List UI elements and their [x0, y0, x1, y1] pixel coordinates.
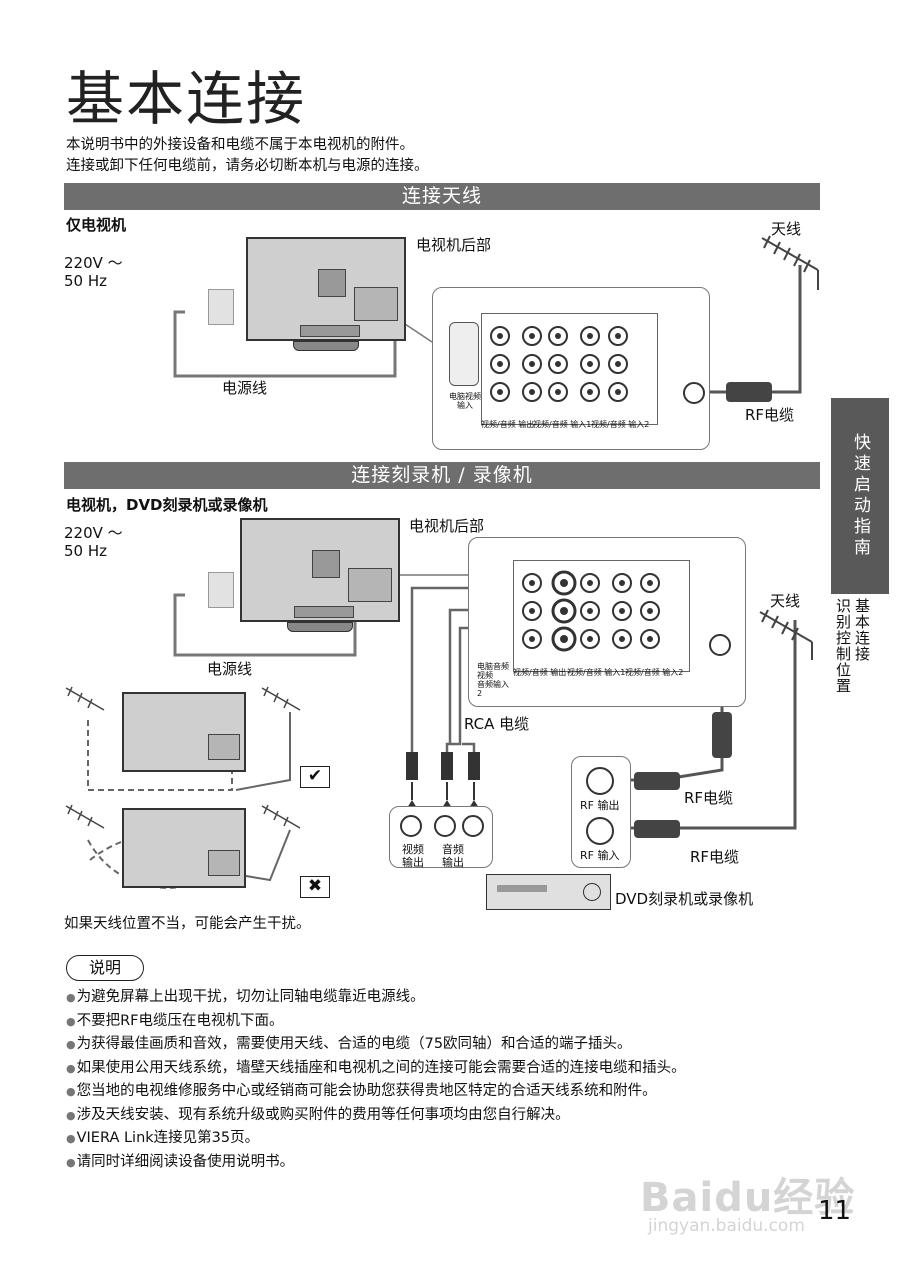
interference-note: 如果天线位置不当，可能会产生干扰。 [64, 916, 311, 932]
audio-out-jack-r [462, 815, 484, 837]
tv-back-label-2: 电视机后部 [409, 517, 485, 535]
recorder-label: DVD刻录机或录像机 [615, 890, 754, 908]
audio-out-jack-l [434, 815, 456, 837]
side-text-basic: 基本连接 [853, 598, 871, 662]
panel-out-label: 视频/音频 输出 [513, 668, 567, 677]
note-item: 您当地的电视维修服务中心或经销商可能会协助您获得贵地区特定的合适天线系统和附件。 [66, 1080, 806, 1104]
tv-back-1 [246, 237, 406, 341]
wall-outlet-2 [208, 572, 234, 608]
notes-title: 说明 [66, 955, 144, 981]
panel-in2-label: 视频/音频 输入2 [591, 420, 650, 429]
tv-back-2 [240, 518, 400, 622]
power-freq-1: 50 Hz [64, 272, 108, 290]
power-cable-label-2: 电源线 [207, 660, 253, 678]
page-title: 基本连接 [66, 65, 307, 133]
tv-stand-1 [293, 341, 359, 351]
tv-back-label-1: 电视机后部 [416, 236, 492, 254]
rf-in-port [683, 382, 705, 404]
tv-terminal-block [208, 850, 240, 876]
pc-in-label: 电脑视频输入 [449, 392, 481, 410]
power-cable-label-1: 电源线 [222, 379, 268, 397]
rf-in-label: RF 输入 [580, 849, 620, 862]
tv-vent [312, 550, 340, 578]
check-ok-icon: ✔ [300, 766, 330, 788]
antenna-label-1: 天线 [771, 220, 802, 238]
panel-in1-label: 视频/音频 输入1 [533, 420, 592, 429]
recorder-rf-panel: RF 输出 RF 输入 [571, 756, 631, 868]
rf-in-port [709, 634, 731, 656]
recorder-tray [497, 885, 547, 892]
tv-stand-mount [294, 606, 354, 618]
video-out-label: 视频输出 [402, 843, 424, 869]
section2-subtitle: 电视机，DVD刻录机或录像机 [66, 496, 268, 514]
tv-small-wrong [122, 808, 246, 888]
av-terminal-grid [513, 560, 690, 672]
note-item: 不要把RF电缆压在电视机下面。 [66, 1010, 806, 1034]
note-item: VIERA Link连接见第35页。 [66, 1127, 806, 1151]
terminal-panel-2: 电脑音频视频音频输入2 视频/音频 输出 视频/音频 输入1 视频/音频 输入2 [468, 537, 746, 707]
watermark-url: jingyan.baidu.com [648, 1216, 805, 1236]
pc-audio-label: 电脑音频视频音频输入2 [477, 662, 509, 698]
note-item: 为获得最佳画质和音效，需要使用天线、合适的电缆（75欧同轴）和合适的端子插头。 [66, 1033, 806, 1057]
terminal-panel-1: 电脑视频输入 视频/音频 输出 视频/音频 输入1 视频/音频 输入2 [432, 287, 710, 450]
rf-in-jack [586, 817, 614, 845]
rf-cable-label-2a: RF电缆 [684, 789, 734, 807]
section1-subtitle: 仅电视机 [66, 216, 127, 234]
av-jacks-2 [522, 570, 660, 652]
power-voltage-2: 220V ～ [64, 524, 123, 542]
video-out-jack [400, 815, 422, 837]
tv-terminal-block [208, 734, 240, 760]
antenna-label-2: 天线 [770, 592, 801, 610]
check-bad-icon: ✖ [300, 876, 330, 898]
section-bar-recorder: 连接刻录机 / 录像机 [64, 462, 820, 489]
note-item: 如果使用公用天线系统，墙壁天线插座和电视机之间的连接可能会需要合适的连接电缆和插… [66, 1057, 806, 1081]
note-item: 为避免屏幕上出现干扰，切勿让同轴电缆靠近电源线。 [66, 986, 806, 1010]
tv-terminal-block [348, 568, 392, 602]
note-item: 涉及天线安装、现有系统升级或购买附件的费用等任何事项均由您自行解决。 [66, 1104, 806, 1128]
note-item: 请同时详细阅读设备使用说明书。 [66, 1151, 806, 1175]
recorder-av-out-panel: 视频输出 音频输出 [389, 806, 493, 869]
rca-cable-label: RCA 电缆 [464, 715, 530, 733]
power-freq-2: 50 Hz [64, 542, 108, 560]
tv-vent [318, 269, 346, 297]
av-terminal-grid [481, 313, 658, 425]
intro-line-2: 连接或卸下任何电缆前，请务必切断本机与电源的连接。 [66, 158, 429, 174]
tv-terminal-block [354, 287, 398, 321]
panel-in1-label: 视频/音频 输入1 [567, 668, 626, 677]
notes-list: 为避免屏幕上出现干扰，切勿让同轴电缆靠近电源线。 不要把RF电缆压在电视机下面。… [66, 986, 806, 1174]
audio-out-label: 音频输出 [442, 843, 464, 869]
section-bar-antenna: 连接天线 [64, 183, 820, 210]
panel-out-label: 视频/音频 输出 [481, 420, 535, 429]
rf-cable-label-1: RF电缆 [745, 406, 795, 424]
pc-input-port [449, 322, 479, 386]
tv-stand-mount [300, 325, 360, 337]
side-tab-quick-start: 快速启动指南 [831, 398, 889, 594]
intro-line-1: 本说明书中的外接设备和电缆不属于本电视机的附件。 [66, 137, 414, 153]
panel-in2-label: 视频/音频 输入2 [625, 668, 684, 677]
rf-cable-label-2b: RF电缆 [690, 848, 740, 866]
av-jacks-1 [490, 326, 628, 402]
watermark-logo: Baidu经验 [640, 1175, 856, 1221]
wall-outlet-1 [208, 289, 234, 325]
tv-stand-2 [287, 622, 353, 632]
recorder-knob [583, 883, 601, 901]
side-text-controls: 识别控制位置 [834, 598, 852, 694]
rf-out-label: RF 输出 [580, 799, 620, 812]
dvd-recorder [486, 874, 611, 910]
page-number: 11 [818, 1196, 852, 1226]
tv-small-correct [122, 692, 246, 772]
power-voltage-1: 220V ～ [64, 254, 123, 272]
rf-out-jack [586, 767, 614, 795]
